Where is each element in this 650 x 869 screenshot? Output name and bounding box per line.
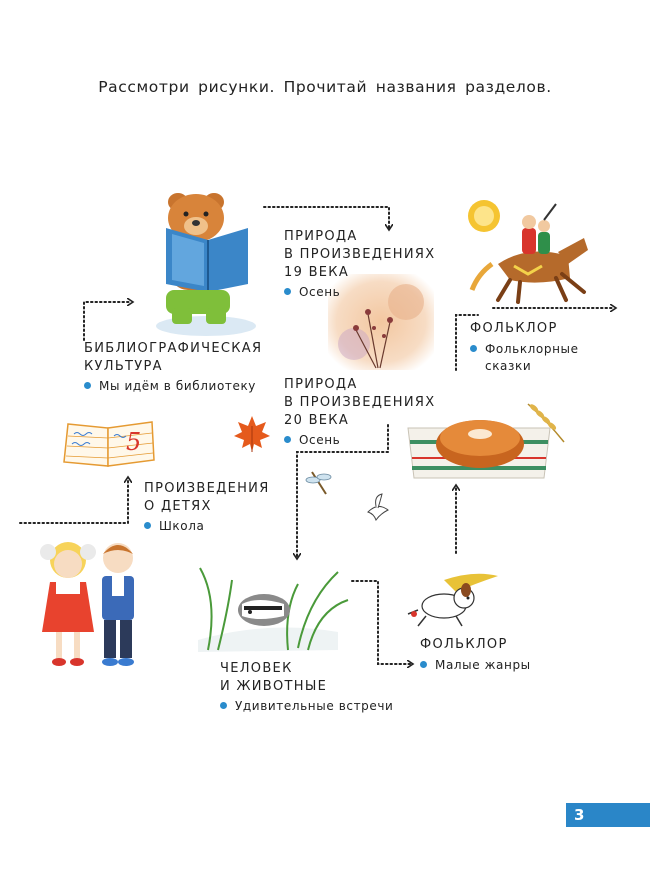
page-number: 3: [566, 803, 650, 827]
section-nature-19-heading: ПРИРОДА В ПРОИЗВЕДЕНИЯХ 19 ВЕКА: [284, 228, 435, 282]
heading-line: 19 ВЕКА: [284, 264, 435, 282]
item-label: Осень: [299, 285, 340, 299]
heading-line: ПРОИЗВЕДЕНИЯ: [144, 480, 270, 498]
arrow-animals-to-folklore: [352, 581, 411, 664]
section-nature-19-item[interactable]: Осень: [284, 284, 340, 301]
bullet-icon: [284, 436, 291, 443]
arrow-to-bibliography: [84, 302, 131, 340]
heading-line: ФОЛЬКЛОР: [420, 636, 508, 654]
bird-icon: [364, 492, 392, 522]
section-nature-20-heading: ПРИРОДА В ПРОИЗВЕДЕНИЯХ 20 ВЕКА: [284, 376, 435, 430]
section-animals-item[interactable]: Удивительные встречи: [220, 698, 393, 715]
bullet-icon: [144, 522, 151, 529]
heading-line: ФОЛЬКЛОР: [470, 320, 558, 338]
item-label: Удивительные встречи: [235, 699, 393, 713]
heading-line: ПРИРОДА: [284, 228, 435, 246]
bullet-icon: [284, 288, 291, 295]
arrow-to-children: [20, 479, 128, 523]
bullet-icon: [84, 382, 91, 389]
arrow-bear-to-nature19: [264, 207, 389, 228]
heading-line: О ДЕТЯХ: [144, 498, 270, 516]
section-animals-heading: ЧЕЛОВЕК И ЖИВОТНЫЕ: [220, 660, 327, 696]
heading-line: ЧЕЛОВЕК: [220, 660, 327, 678]
maple-leaf-icon: [232, 414, 272, 454]
horseman-illustration: [458, 194, 598, 306]
item-label: Осень: [299, 433, 340, 447]
notebook-illustration: [60, 418, 158, 470]
section-folklore-small-item[interactable]: Малые жанры: [420, 657, 531, 674]
autumn-plant-illustration: [328, 274, 434, 370]
item-label: Мы идём в библиотеку: [99, 379, 256, 393]
item-label: Школа: [159, 519, 204, 533]
heading-line: КУЛЬТУРА: [84, 358, 262, 376]
dog-illustration: [404, 570, 500, 630]
section-folklore-tales-item[interactable]: Фольклорные сказки: [470, 341, 579, 375]
heading-line: В ПРОИЗВЕДЕНИЯХ: [284, 394, 435, 412]
section-children-heading: ПРОИЗВЕДЕНИЯ О ДЕТЯХ: [144, 480, 270, 516]
badger-illustration: [188, 560, 352, 656]
item-label: Фольклорные: [485, 342, 579, 356]
section-folklore-tales-heading: ФОЛЬКЛОР: [470, 320, 558, 338]
item-label: Малые жанры: [435, 658, 531, 672]
dragonfly-icon: [304, 468, 334, 498]
item-label-continued: сказки: [470, 358, 579, 375]
section-bibliography-heading: БИБЛИОГРАФИЧЕСКАЯ КУЛЬТУРА: [84, 340, 262, 376]
children-illustration: [26, 536, 156, 672]
bear-reading-illustration: [148, 188, 264, 338]
heading-line: 20 ВЕКА: [284, 412, 435, 430]
notebook-grade-mark: 5: [126, 428, 141, 456]
heading-line: И ЖИВОТНЫЕ: [220, 678, 327, 696]
heading-line: В ПРОИЗВЕДЕНИЯХ: [284, 246, 435, 264]
heading-line: ПРИРОДА: [284, 376, 435, 394]
section-folklore-small-heading: ФОЛЬКЛОР: [420, 636, 508, 654]
section-nature-20-item[interactable]: Осень: [284, 432, 340, 449]
section-bibliography-item[interactable]: Мы идём в библиотеку: [84, 378, 256, 395]
bullet-icon: [420, 661, 427, 668]
bullet-icon: [220, 702, 227, 709]
bullet-icon: [470, 345, 477, 352]
section-children-item[interactable]: Школа: [144, 518, 204, 535]
heading-line: БИБЛИОГРАФИЧЕСКАЯ: [84, 340, 262, 358]
wheat-icon: [518, 396, 570, 448]
